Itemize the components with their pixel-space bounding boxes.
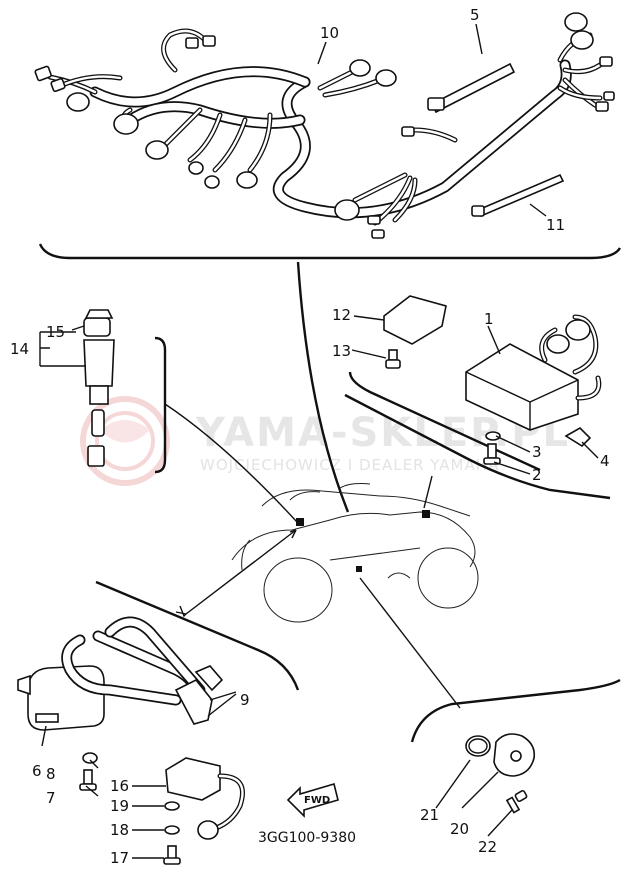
callout-21: 21 — [420, 806, 439, 824]
neutral-switch-part-20 — [493, 733, 536, 777]
atv-outline — [231, 483, 479, 623]
callout-numbers: 10 5 11 12 13 1 3 2 4 15 14 9 6 8 7 16 1… — [10, 6, 610, 867]
rectifier-group — [344, 295, 611, 500]
main-switch-part-14 — [83, 317, 115, 467]
rectifier-bracket — [348, 371, 541, 472]
o-ring-part-21 — [465, 735, 491, 757]
callout-18: 18 — [110, 821, 129, 839]
ignition-group — [17, 580, 300, 791]
harness-group — [34, 12, 622, 260]
callout-6: 6 — [32, 762, 42, 780]
callout-5: 5 — [470, 6, 480, 24]
washer-part-18 — [164, 825, 180, 835]
ignition-coil-part-6 — [17, 665, 105, 731]
rectifier-regulator-part-1 — [465, 314, 602, 431]
relay-part-12 — [383, 295, 447, 345]
washer-part-3 — [485, 431, 501, 441]
callout-14: 14 — [10, 340, 29, 358]
cdi-unit-part-16 — [165, 757, 245, 840]
callout-20: 20 — [450, 820, 469, 838]
callout-22: 22 — [478, 838, 497, 856]
callout-13: 13 — [332, 342, 351, 360]
washer-part-8 — [82, 752, 98, 764]
cdi-group — [132, 757, 245, 865]
main-switch-group — [39, 309, 167, 474]
callout-7: 7 — [46, 789, 56, 807]
cable-tie-part-5 — [427, 62, 516, 114]
diagram-code: 3GG100-9380 — [258, 830, 356, 846]
callout-2: 2 — [532, 466, 542, 484]
callout-4: 4 — [600, 452, 610, 470]
neutral-bracket — [410, 678, 621, 743]
watermark-subtitle: WOJCIECHOWICZ I DEALER YAMAHA — [200, 456, 499, 474]
callout-leaders — [71, 23, 599, 797]
screw-part-22 — [505, 789, 528, 814]
neutral-switch-group — [410, 678, 621, 837]
fwd-label: FWD — [304, 795, 330, 806]
main-switch-key-part-15 — [84, 309, 114, 319]
cable-tie-part-11 — [471, 173, 565, 218]
callout-12: 12 — [332, 306, 351, 324]
wire-harness-part-10 — [34, 12, 615, 239]
switch-bracket — [154, 336, 167, 474]
watermark-logo-icon — [80, 396, 170, 486]
harness-bracket — [38, 243, 622, 260]
callout-15: 15 — [46, 323, 65, 341]
washer-part-19 — [164, 801, 180, 811]
callout-8: 8 — [46, 765, 56, 783]
callout-9: 9 — [240, 691, 250, 709]
ignition-bracket — [95, 580, 300, 691]
callout-17: 17 — [110, 849, 129, 867]
callout-11: 11 — [546, 216, 565, 234]
callout-19: 19 — [110, 797, 129, 815]
spark-plug-cap-part-9 — [61, 616, 224, 725]
bolt-part-13 — [385, 349, 401, 369]
callout-1: 1 — [484, 310, 494, 328]
callout-10: 10 — [320, 24, 339, 42]
bolt-part-17 — [163, 845, 181, 865]
clip-part-4 — [564, 427, 592, 448]
callout-16: 16 — [110, 777, 129, 795]
callout-3: 3 — [532, 443, 542, 461]
fwd-arrow-icon: FWD — [286, 782, 339, 818]
